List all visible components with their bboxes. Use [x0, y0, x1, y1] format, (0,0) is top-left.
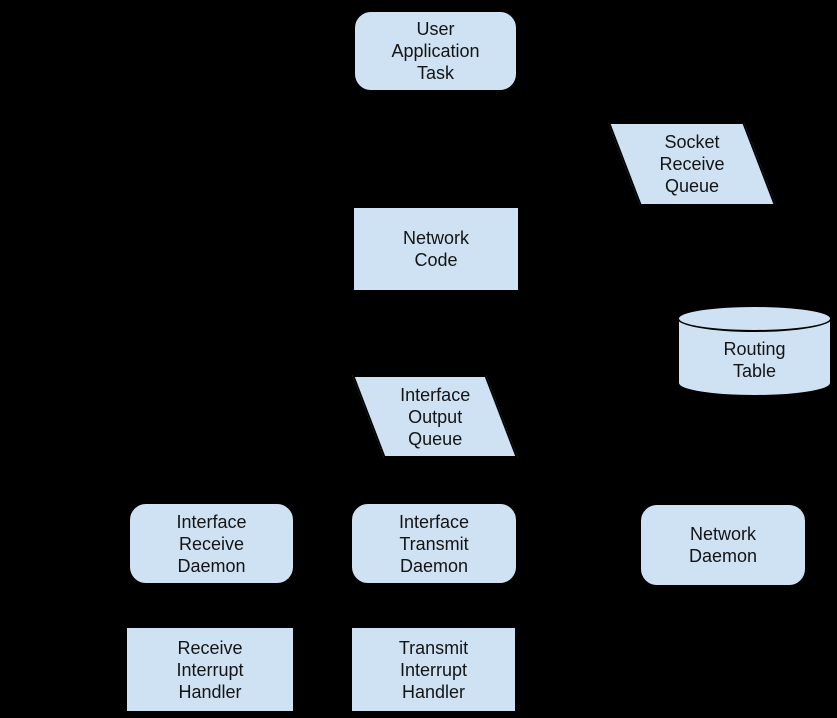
label-line: Receive — [177, 637, 243, 658]
label-line: Receive — [178, 533, 245, 554]
label-line: Receive — [659, 154, 725, 174]
label-line: Transmit — [398, 637, 469, 658]
label-line: Interface — [176, 511, 247, 532]
label-line: Application — [391, 41, 480, 61]
node-receive-interrupt-handler: Receive Interrupt Handler — [125, 626, 295, 713]
label-line: Daemon — [177, 555, 246, 576]
label-line: Network — [689, 524, 756, 544]
label-line: Network — [402, 228, 469, 248]
node-interface-receive-daemon: Interface Receive Daemon — [128, 502, 295, 585]
node-routing-table: Routing Table — [677, 305, 832, 397]
label-line: Handler — [178, 681, 242, 702]
node-label: Network Daemon — [641, 523, 805, 567]
node-socket-receive-queue: Socket Receive Queue — [607, 122, 777, 206]
node-user-application-task: User Application Task — [353, 10, 518, 92]
label-line: Queue — [664, 176, 720, 196]
label-line: Queue — [407, 428, 463, 449]
label-line: Interrupt — [176, 659, 244, 680]
node-interface-transmit-daemon: Interface Transmit Daemon — [350, 502, 518, 585]
label-line: Daemon — [399, 555, 469, 576]
label-line: User — [416, 19, 455, 39]
node-label: Transmit Interrupt Handler — [352, 637, 515, 703]
node-label: Receive Interrupt Handler — [127, 637, 293, 703]
node-label: Network Code — [354, 227, 518, 271]
label-line: Interface — [398, 511, 470, 532]
node-label: Interface Output Queue — [370, 384, 500, 450]
label-line: Code — [414, 250, 458, 270]
label-line: Task — [416, 63, 454, 83]
node-label: Interface Transmit Daemon — [352, 511, 516, 577]
node-transmit-interrupt-handler: Transmit Interrupt Handler — [350, 626, 517, 713]
label-line: Table — [732, 361, 776, 381]
node-label: User Application Task — [355, 18, 516, 84]
label-line: Socket — [664, 132, 720, 152]
label-line: Interface — [399, 384, 471, 405]
label-line: Output — [407, 406, 463, 427]
node-label: Routing Table — [677, 327, 832, 393]
label-line: Daemon — [688, 546, 758, 566]
node-label: Socket Receive Queue — [626, 131, 758, 197]
label-line: Routing — [723, 339, 786, 359]
node-network-daemon: Network Daemon — [639, 503, 807, 587]
label-line: Interrupt — [399, 659, 468, 680]
node-interface-output-queue: Interface Output Queue — [352, 375, 518, 458]
cylinder-top-ellipse — [677, 305, 832, 332]
node-network-code: Network Code — [352, 206, 520, 292]
label-line: Transmit — [399, 533, 469, 554]
label-line: Handler — [401, 681, 466, 702]
node-label: Interface Receive Daemon — [130, 511, 293, 577]
